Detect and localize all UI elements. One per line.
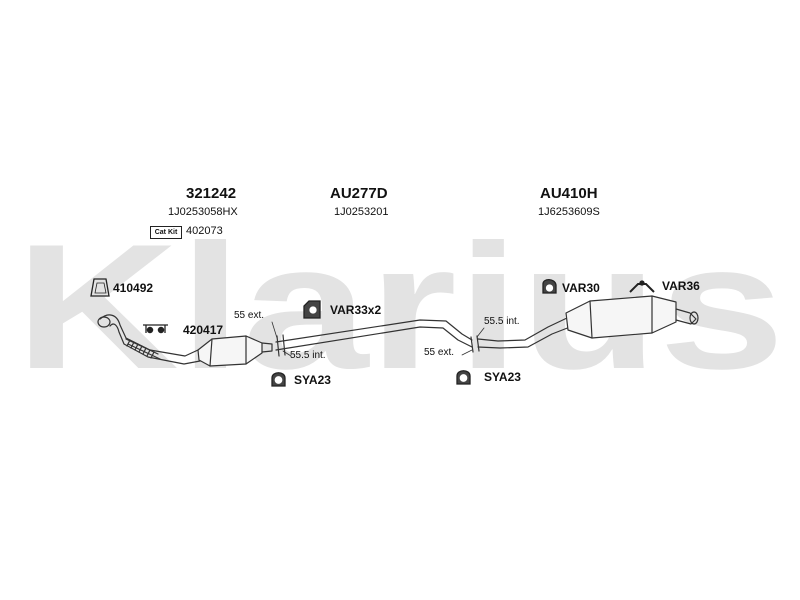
oem-number: 1J0253058HX xyxy=(168,206,238,218)
rubber-mount-icon xyxy=(303,300,321,319)
intermediate-pipe xyxy=(275,319,473,357)
gasket-icon xyxy=(90,278,110,297)
part-number-321242: 321242 xyxy=(186,185,237,202)
accessory-label-sya23: SYA23 xyxy=(484,370,521,384)
joint-note: 55.5 int. xyxy=(484,316,520,327)
accessory-label-420417: 420417 xyxy=(183,323,224,337)
part-number-au277d: AU277D xyxy=(330,185,388,202)
cat-kit-badge: Cat Kit xyxy=(150,226,182,239)
accessory-label-sya23: SYA23 xyxy=(294,373,331,387)
accessory-label-var33x2: VAR33x2 xyxy=(330,303,382,317)
oem-number: 1J0253201 xyxy=(334,206,389,218)
bracket-icon xyxy=(143,324,168,334)
catalytic-converter xyxy=(197,335,273,367)
front-pipe xyxy=(97,314,201,365)
cat-kit-code: 402073 xyxy=(186,225,223,237)
joint-note: 55 ext. xyxy=(234,310,265,321)
oem-number: 1J6253609S xyxy=(538,206,600,218)
joint-note: 55 ext. xyxy=(424,347,455,358)
accessory-label-410492: 410492 xyxy=(113,281,154,295)
accessory-label-var36: VAR36 xyxy=(662,279,700,293)
rubber-ring-icon xyxy=(542,278,557,294)
hanger-icon xyxy=(629,280,655,293)
joint-note: 55.5 int. xyxy=(290,350,326,361)
clamp-icon xyxy=(271,372,286,387)
rear-section xyxy=(470,295,699,353)
part-number-au410h: AU410H xyxy=(540,185,598,202)
accessory-label-var30: VAR30 xyxy=(562,281,600,295)
clamp-icon xyxy=(456,370,471,385)
